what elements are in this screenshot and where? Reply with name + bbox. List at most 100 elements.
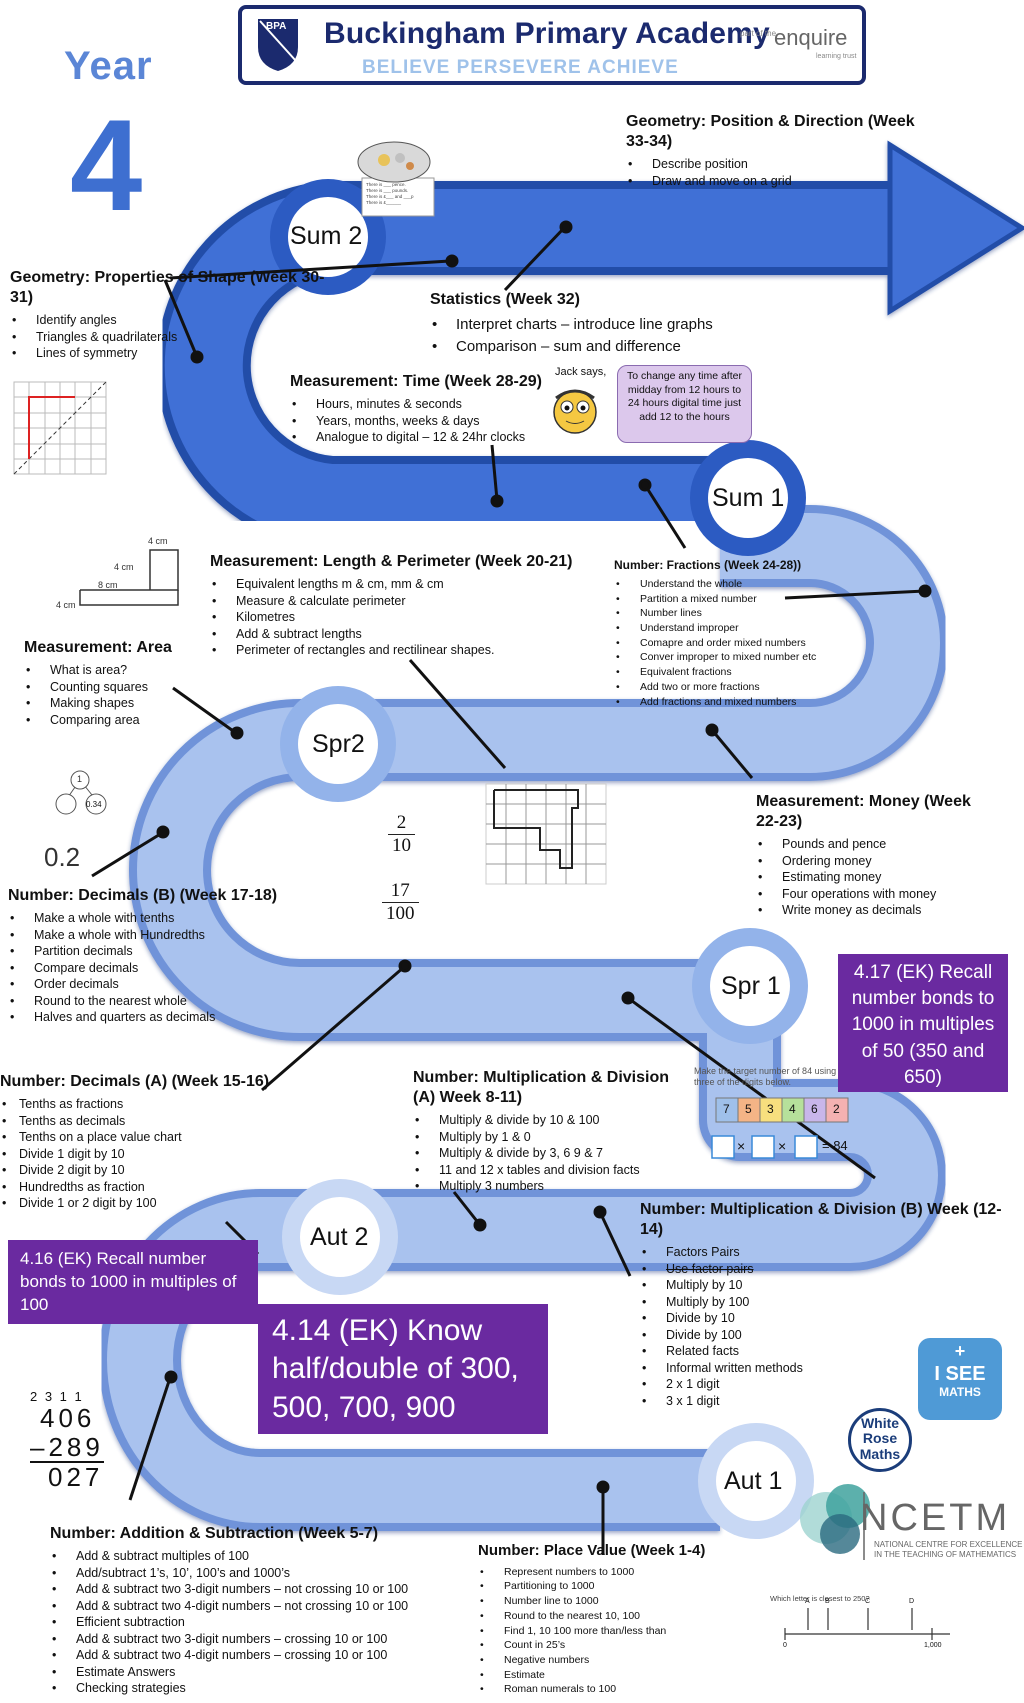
i-see-maths-text: MATHS	[939, 1385, 981, 1399]
list-item: Add & subtract two 4-digit numbers – cro…	[50, 1647, 450, 1664]
list-item: Multiply 3 numbers	[413, 1178, 693, 1195]
tree-whole: 1	[77, 774, 83, 784]
circle-aut1	[698, 1423, 814, 1539]
list-item: Add fractions and mixed numbers	[614, 695, 874, 710]
block-title: Measurement: Length & Perimeter (Week 20…	[210, 553, 573, 570]
list-item: Equivalent fractions	[614, 665, 874, 680]
block-money: Measurement: Money (Week 22-23) Pounds a…	[756, 792, 996, 919]
block-title: Statistics (Week 32)	[430, 291, 580, 308]
list-item: Equivalent lengths m & cm, mm & cm	[210, 576, 600, 593]
list-item: Related facts	[640, 1343, 1020, 1360]
money-line: There is ___ pounds.	[366, 187, 409, 193]
fraction-denominator: 100	[386, 903, 415, 924]
decimal-value: 0.2	[44, 842, 81, 872]
list-item: Triangles & quadrilaterals	[10, 329, 340, 346]
decimal-tree	[55, 770, 107, 815]
list-item: Measure & calculate perimeter	[210, 593, 600, 610]
carry-digits: 2 3 1 1	[30, 1389, 84, 1404]
subtraction-top: 406	[40, 1403, 96, 1434]
circle-spr1	[692, 928, 808, 1044]
list-item: Compare decimals	[8, 960, 308, 977]
block-title: Number: Multiplication & Division (B) We…	[640, 1201, 1002, 1238]
target-instructions: Make the target number of 84 using three…	[694, 1066, 837, 1087]
ncetm-logo-rings	[800, 1484, 870, 1560]
block-title: Number: Fractions (Week 24-28))	[614, 558, 802, 572]
ek-box-416: 4.16 (EK) Recall number bonds to 1000 in…	[8, 1240, 258, 1324]
lshape-label-side: 4 cm	[114, 562, 134, 572]
block-time: Measurement: Time (Week 28-29) Hours, mi…	[290, 372, 590, 446]
circle-spr2	[280, 686, 396, 802]
digit-tiles	[715, 1097, 849, 1123]
plus-icon: +	[954, 1341, 966, 1361]
list-item: Draw and move on a grid	[626, 173, 926, 190]
ncetm-subtitle: NATIONAL CENTRE FOR EXCELLENCE IN THE TE…	[874, 1540, 1023, 1560]
fraction-17-100: 17 100	[382, 880, 419, 925]
ek-box-414: 4.14 (EK) Know half/double of 300, 500, …	[258, 1304, 548, 1434]
term-label-sum2: Sum 2	[290, 222, 363, 250]
numberline-letter: D	[909, 1598, 915, 1605]
numberline-end: 1,000	[924, 1642, 942, 1649]
list-item: Add two or more fractions	[614, 680, 874, 695]
wrm-line: Rose	[862, 1430, 898, 1447]
block-place-value: Number: Place Value (Week 1-4) Represent…	[478, 1542, 738, 1697]
block-geometry-position: Geometry: Position & Direction (Week 33-…	[626, 112, 926, 189]
trust-part-of: part of the	[740, 29, 777, 38]
term-label-sum1: Sum 1	[712, 484, 785, 512]
list-item: Multiply & divide by 10 & 100	[413, 1112, 693, 1129]
block-title: Number: Decimals (A) (Week 15-16)	[0, 1073, 270, 1090]
list-item: Add & subtract two 3-digit numbers – cro…	[50, 1631, 450, 1648]
block-statistics: Statistics (Week 32) Interpret charts – …	[430, 290, 810, 358]
trust-subtitle: learning trust	[816, 53, 857, 60]
money-card	[357, 141, 435, 217]
i-see-text: I SEE	[934, 1363, 986, 1385]
white-rose-maths-logo: White Rose Maths	[848, 1408, 912, 1472]
list-item: Roman numerals to 100	[478, 1682, 738, 1697]
list-item: Round to the nearest whole	[8, 993, 308, 1010]
block-title: Measurement: Time (Week 28-29)	[290, 373, 542, 390]
digit-tile: 4	[789, 1102, 796, 1116]
column-subtraction: 2 3 1 1 406 –289 027	[30, 1389, 104, 1492]
list-item: Years, months, weeks & days	[290, 413, 590, 430]
list-item: Multiply by 1 & 0	[413, 1129, 693, 1146]
school-header: BPA Buckingham Primary Academy BELIEVE P…	[238, 5, 866, 85]
list-item: Add & subtract lengths	[210, 626, 600, 643]
ek-box-417: 4.17 (EK) Recall number bonds to 1000 in…	[838, 954, 1008, 1092]
list-item: Number line to 1000	[478, 1594, 738, 1609]
list-item: Halves and quarters as decimals	[8, 1009, 308, 1026]
jack-says-label: Jack says,	[555, 366, 607, 378]
fraction-2-10: 2 10	[388, 812, 415, 857]
list-item: Make a whole with Hundredths	[8, 927, 308, 944]
list-item: Describe position	[626, 156, 926, 173]
list-item: Perimeter of rectangles and rectilinear …	[210, 642, 600, 659]
digit-tile: 7	[723, 1102, 730, 1116]
block-decimals-a: Number: Decimals (A) (Week 15-16) Tenths…	[0, 1072, 280, 1212]
lshape-label-left: 4 cm	[56, 600, 76, 610]
rectilinear-grid	[485, 783, 607, 885]
list-item: Multiply by 10	[640, 1277, 1020, 1294]
block-title: Measurement: Money (Week 22-23)	[756, 793, 971, 830]
target-equals: = 84	[822, 1138, 848, 1153]
block-decimals-b: Number: Decimals (B) (Week 17-18) Make a…	[8, 886, 308, 1026]
list-item: Add & subtract two 3-digit numbers – not…	[50, 1581, 450, 1598]
ncetm-logo: NCETM	[860, 1497, 1011, 1539]
block-multiplication-a: Number: Multiplication & Division (A) We…	[413, 1068, 693, 1195]
list-item: Efficient subtraction	[50, 1614, 450, 1631]
money-line: There is £___ and ___p	[366, 193, 414, 199]
term-label-spr2: Spr2	[312, 730, 365, 758]
list-item: Estimate	[478, 1668, 738, 1683]
school-name: Buckingham Primary Academy	[324, 17, 770, 50]
list-item: Making shapes	[24, 695, 224, 712]
list-item: Make a whole with tenths	[8, 910, 308, 927]
list-item: Partition a mixed number	[614, 592, 874, 607]
subtraction-result: 027	[30, 1461, 104, 1492]
fraction-numerator: 17	[382, 880, 419, 903]
term-circles	[270, 179, 814, 1539]
list-item: Identify angles	[10, 312, 340, 329]
wrm-line: White	[860, 1415, 900, 1431]
list-item: Tenths as fractions	[0, 1096, 280, 1113]
numberline-letter: B	[825, 1598, 830, 1605]
list-item: Tenths on a place value chart	[0, 1129, 280, 1146]
list-item: 3 x 1 digit	[640, 1393, 1020, 1410]
connector-lines	[91, 220, 932, 1555]
list-item: Divide by 100	[640, 1327, 1020, 1344]
